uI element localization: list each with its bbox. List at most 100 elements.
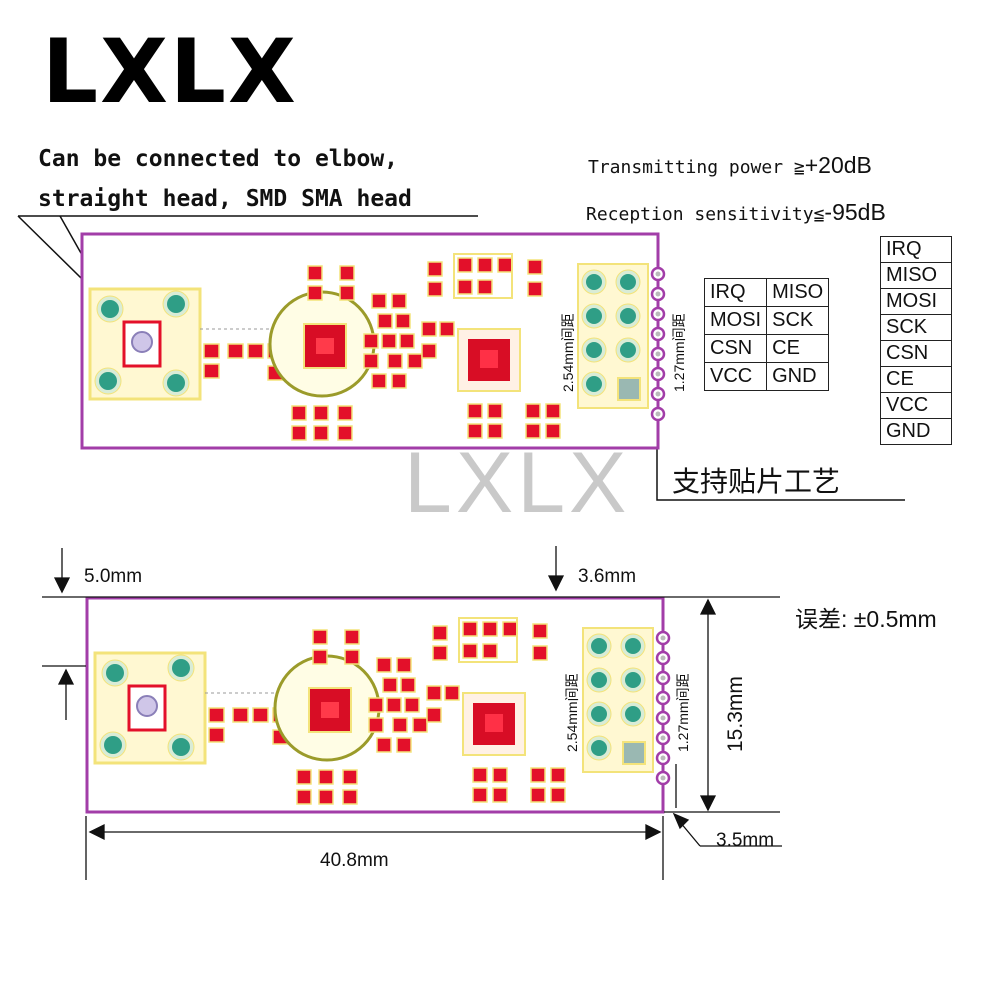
pin-127-hole [655, 371, 661, 377]
smd-pad [232, 707, 249, 723]
via-hole [167, 295, 185, 313]
pin-127 [655, 630, 671, 646]
pin-cell: GND [766, 362, 830, 391]
pcb-board-top [80, 232, 666, 450]
smd-pad [296, 769, 312, 785]
smd-pad [252, 707, 269, 723]
pin-127-hole [660, 775, 666, 781]
smd-pad [312, 649, 328, 665]
smd-pad [208, 707, 225, 723]
via-hole [167, 374, 185, 392]
smd-pad [313, 405, 329, 421]
rf-chip-core [480, 350, 498, 368]
smd-pad [550, 787, 566, 803]
via-hole [586, 342, 602, 358]
via-hole [620, 274, 636, 290]
via-ring [581, 337, 607, 363]
smd-pad [312, 629, 328, 645]
pin-127-hole [660, 715, 666, 721]
pin-list-item: CE [880, 366, 952, 392]
smd-pad [502, 621, 518, 637]
smd-pad [462, 621, 478, 637]
pin-127-hole [655, 411, 661, 417]
rx-sensitivity-spec: Reception sensitivity≦-95dB [586, 199, 886, 226]
via-hole [625, 638, 641, 654]
pa-chip-core [321, 702, 339, 718]
smd-pad [381, 333, 397, 349]
smd-pad [477, 257, 493, 273]
via-ring [581, 303, 607, 329]
smd-pad [457, 257, 473, 273]
pin-cell: CE [766, 334, 830, 363]
smd-pad [291, 405, 307, 421]
pitch-label-254-top: 2.54mm间距 [560, 313, 576, 392]
smd-pad [368, 717, 384, 733]
pa-chip-core [316, 338, 334, 354]
via-hole [625, 672, 641, 688]
sma-center-pad [122, 320, 162, 368]
board-outline [80, 232, 660, 450]
rf-chip-outline [457, 328, 521, 392]
via-ring [94, 367, 122, 395]
pin-127-hole [660, 695, 666, 701]
sma-footprint [88, 287, 202, 401]
smd-pad [532, 645, 548, 661]
dim-height: 15.3mm [724, 676, 747, 752]
watermark: LXLX [404, 435, 631, 531]
pin-127-hole [655, 311, 661, 317]
pin-127-hole [660, 655, 666, 661]
via-ring [99, 731, 127, 759]
matching-circle [268, 290, 376, 398]
smd-pad [377, 313, 393, 329]
pin-127-hole [655, 271, 661, 277]
smd-pad [391, 373, 407, 389]
smd-pad [392, 717, 408, 733]
dimension-lines [42, 546, 782, 880]
trace [205, 692, 298, 704]
pin-127 [655, 770, 671, 786]
via-hole [172, 738, 190, 756]
pin-cell: MOSI [703, 306, 768, 335]
via-hole [620, 342, 636, 358]
smd-pad [432, 625, 448, 641]
via-hole [591, 740, 607, 756]
pin-127 [650, 326, 666, 342]
via-hole [104, 736, 122, 754]
smd-support-note: 支持贴片工艺 [672, 465, 841, 498]
smd-pad [527, 259, 543, 275]
sma-center-pin [136, 695, 158, 717]
smd-pad [382, 677, 398, 693]
pin-127 [650, 266, 666, 282]
pin-127-hole [655, 351, 661, 357]
smd-pad [525, 403, 541, 419]
via-hole [99, 372, 117, 390]
dim-width: 40.8mm [320, 850, 389, 871]
pin-127 [655, 670, 671, 686]
smd-pad [530, 787, 546, 803]
smd-pad [395, 313, 411, 329]
smd-pad [396, 657, 412, 673]
brand-logo-text: LXLX [42, 20, 298, 123]
pin-cell: IRQ [703, 278, 768, 307]
via-ring [581, 269, 607, 295]
via-ring [162, 369, 190, 397]
pin-127 [650, 346, 666, 362]
dimension-labels: 5.0mm 3.6mm 40.8mm 3.5mm 15.3mm [84, 566, 774, 871]
pin-list-item: SCK [880, 314, 952, 340]
pin-cell: VCC [703, 362, 768, 391]
smd-pad [272, 707, 289, 723]
pin-127-hole [660, 675, 666, 681]
pin-127 [650, 386, 666, 402]
header-254-area [582, 627, 654, 773]
pin-cell: MISO [766, 278, 830, 307]
pitch-labels: 2.54mm间距 1.27mm间距 2.54mm间距 1.27mm间距 [560, 313, 691, 752]
via-ring [167, 654, 195, 682]
smd-pad [386, 697, 402, 713]
smd-pad [482, 621, 498, 637]
via-hole [591, 672, 607, 688]
smd-pad [291, 425, 307, 441]
smd-pad [427, 261, 443, 277]
